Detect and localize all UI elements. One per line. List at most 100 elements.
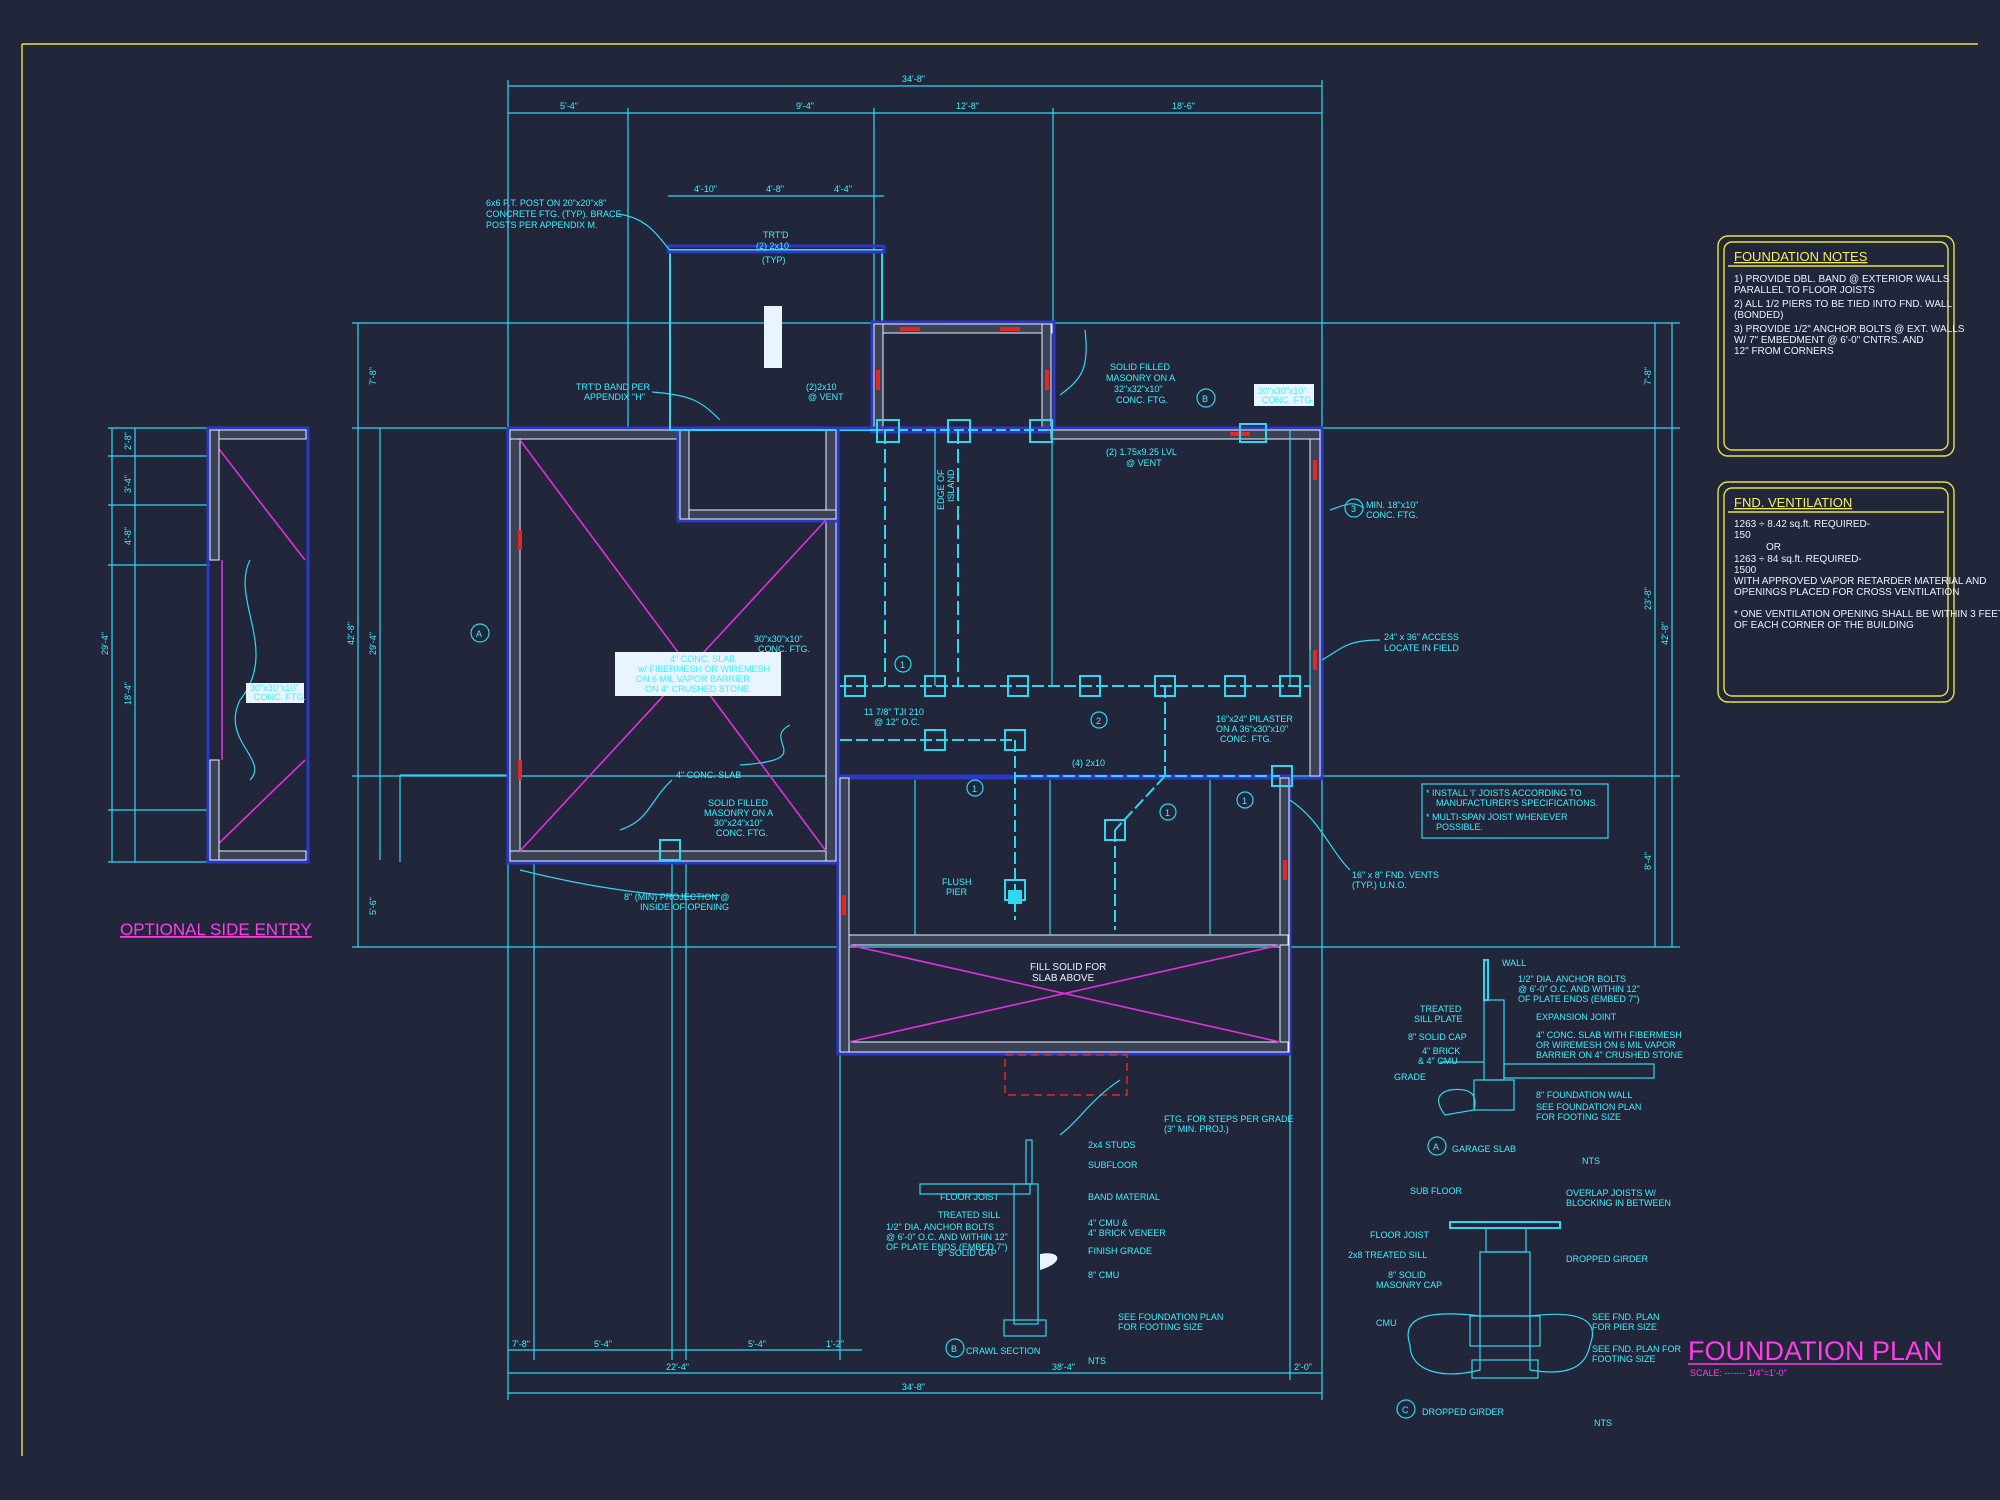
svg-text:FOR FOOTING SIZE: FOR FOOTING SIZE <box>1118 1322 1203 1332</box>
foundation-notes-panel: FOUNDATION NOTES 1) PROVIDE DBL. BAND @ … <box>1717 235 1965 457</box>
svg-text:CONC. FTG.: CONC. FTG. <box>1116 395 1168 405</box>
svg-text:SEE FND. PLAN FOR: SEE FND. PLAN FOR <box>1592 1344 1682 1354</box>
detail-garage-slab: WALL 1/2" DIA. ANCHOR BOLTS @ 6'-0" O.C.… <box>1394 958 1683 1166</box>
svg-text:GARAGE SLAB: GARAGE SLAB <box>1452 1144 1516 1154</box>
svg-text:LOCATE IN FIELD: LOCATE IN FIELD <box>1384 643 1459 653</box>
svg-text:8" SOLID CAP: 8" SOLID CAP <box>938 1248 997 1258</box>
svg-text:FINISH GRADE: FINISH GRADE <box>1088 1246 1152 1256</box>
svg-text:FLOOR JOIST: FLOOR JOIST <box>1370 1230 1430 1240</box>
svg-text:SLAB ABOVE: SLAB ABOVE <box>1032 973 1095 984</box>
svg-text:CONC. FTG.: CONC. FTG. <box>1262 395 1314 405</box>
svg-text:1/2" DIA. ANCHOR BOLTS: 1/2" DIA. ANCHOR BOLTS <box>886 1222 994 1232</box>
svg-text:CONCRETE FTG. (TYP). BRACE: CONCRETE FTG. (TYP). BRACE <box>486 209 622 219</box>
svg-text:OPENINGS PLACED FOR CROSS VENT: OPENINGS PLACED FOR CROSS VENTILATION <box>1734 587 1959 598</box>
dim-right-mid: 23'-8" <box>1643 587 1653 610</box>
svg-text:1263 ÷ 8.42 sq.ft. REQUIRED-: 1263 ÷ 8.42 sq.ft. REQUIRED- <box>1734 519 1870 530</box>
side-entry-walls <box>206 426 310 864</box>
dim-bottom-sub-2: 5'-4" <box>594 1339 612 1349</box>
svg-text:SUBFLOOR: SUBFLOOR <box>1088 1160 1138 1170</box>
svg-text:* INSTALL 'I' JOISTS ACCORDING: * INSTALL 'I' JOISTS ACCORDING TO <box>1426 788 1582 798</box>
note-min-ftg: MIN. 18"x10" CONC. FTG. <box>1366 500 1418 520</box>
dim-left-bottom: 5'-6" <box>368 897 378 915</box>
svg-text:30"x24"x10": 30"x24"x10" <box>714 818 763 828</box>
svg-text:FND. VENTILATION: FND. VENTILATION <box>1734 495 1852 510</box>
note-joists: * INSTALL 'I' JOISTS ACCORDING TO MANUFA… <box>1421 783 1609 839</box>
note-access: 24" x 36" ACCESS LOCATE IN FIELD <box>1384 632 1459 653</box>
note-slab-4: 4" CONC. SLAB <box>676 770 741 780</box>
dim-top-1: 5'-4" <box>560 101 578 111</box>
note-edge-island: EDGE OF ISLAND <box>936 469 956 510</box>
svg-text:12" FROM CORNERS: 12" FROM CORNERS <box>1734 346 1834 357</box>
dim-bottom-1: 22'-4" <box>666 1362 689 1372</box>
note-tag-b-box: 30"x30"x10" CONC. FTG. <box>1254 384 1314 406</box>
svg-text:4" CONC. SLAB WITH FIBERMESH: 4" CONC. SLAB WITH FIBERMESH <box>1536 1030 1682 1040</box>
svg-text:(2) 2x10: (2) 2x10 <box>756 241 789 251</box>
svg-text:MANUFACTURER'S SPECIFICATIONS.: MANUFACTURER'S SPECIFICATIONS. <box>1436 798 1598 808</box>
svg-text:FLUSH: FLUSH <box>942 877 972 887</box>
svg-text:ON 4" CRUSHED STONE: ON 4" CRUSHED STONE <box>645 684 750 694</box>
svg-text:2x8 TREATED SILL: 2x8 TREATED SILL <box>1348 1250 1427 1260</box>
svg-text:NTS: NTS <box>1582 1156 1600 1166</box>
svg-text:30"x30"x10": 30"x30"x10" <box>250 683 299 693</box>
svg-text:4" BRICK VENEER: 4" BRICK VENEER <box>1088 1228 1166 1238</box>
svg-text:FOR FOOTING SIZE: FOR FOOTING SIZE <box>1536 1112 1621 1122</box>
svg-text:SILL PLATE: SILL PLATE <box>1414 1014 1463 1024</box>
svg-text:SEE FOUNDATION PLAN: SEE FOUNDATION PLAN <box>1536 1102 1641 1112</box>
svg-text:PARALLEL TO FLOOR JOISTS: PARALLEL TO FLOOR JOISTS <box>1734 285 1875 296</box>
note-steps: FTG. FOR STEPS PER GRADE (3" MIN. PROJ.) <box>1164 1114 1294 1134</box>
girder-lines <box>840 429 1311 935</box>
svg-text:6x6 P.T. POST ON 20"x20"x8": 6x6 P.T. POST ON 20"x20"x8" <box>486 198 606 208</box>
tag-1b: 1 <box>972 784 977 794</box>
slab-diagonals <box>211 439 1281 1043</box>
tag-3: 3 <box>1351 504 1356 514</box>
svg-text:* ONE VENTILATION OPENING SHAL: * ONE VENTILATION OPENING SHALL BE WITHI… <box>1734 609 2000 620</box>
svg-text:CRAWL SECTION: CRAWL SECTION <box>966 1346 1040 1356</box>
note-side-ftg: 30"x30"x10" CONC. FTG. <box>246 683 306 703</box>
svg-text:SEE FND. PLAN: SEE FND. PLAN <box>1592 1312 1660 1322</box>
svg-text:24" x 36" ACCESS: 24" x 36" ACCESS <box>1384 632 1459 642</box>
svg-text:(BONDED): (BONDED) <box>1734 310 1783 321</box>
svg-text:B: B <box>951 1344 957 1354</box>
dim-overall-top: 34'-8" <box>902 74 925 84</box>
dim-side-b: 3'-4" <box>123 475 133 493</box>
svg-text:1500: 1500 <box>1734 565 1757 576</box>
svg-text:CONC. FTG.: CONC. FTG. <box>1366 510 1418 520</box>
svg-text:BAND MATERIAL: BAND MATERIAL <box>1088 1192 1160 1202</box>
svg-text:TRT'D BAND PER: TRT'D BAND PER <box>576 382 651 392</box>
svg-text:MASONRY CAP: MASONRY CAP <box>1376 1280 1442 1290</box>
svg-text:MASONRY ON A: MASONRY ON A <box>704 808 773 818</box>
svg-text:BARRIER ON 4" CRUSHED STONE: BARRIER ON 4" CRUSHED STONE <box>1536 1050 1683 1060</box>
dim-side-a: 2'-8" <box>123 432 133 450</box>
dim-side-overall: 29'-4" <box>100 632 110 655</box>
note-trtd-top: TRT'D (2) 2x10 (TYP) <box>756 230 789 265</box>
dim-side-mid: 18'-4" <box>123 682 133 705</box>
note-trtd-band: TRT'D BAND PER APPENDIX "H" <box>576 382 651 402</box>
svg-text:FTG. FOR STEPS PER GRADE: FTG. FOR STEPS PER GRADE <box>1164 1114 1294 1124</box>
svg-text:FOOTING SIZE: FOOTING SIZE <box>1592 1354 1656 1364</box>
dim-left-overall: 42'-8" <box>346 622 356 645</box>
dim-top-2: 9'-4" <box>796 101 814 111</box>
note-projection: 8" (MIN) PROJECTION @ INSIDE OF OPENING <box>624 892 729 912</box>
svg-text:GRADE: GRADE <box>1394 1072 1426 1082</box>
note-vent-2x10: (2)2x10 @ VENT <box>806 382 844 402</box>
svg-text:4" CMU &: 4" CMU & <box>1088 1218 1128 1228</box>
dim-right-overall: 42'-8" <box>1660 622 1670 645</box>
svg-text:POSTS PER APPENDIX M.: POSTS PER APPENDIX M. <box>486 220 598 230</box>
svg-text:* MULTI-SPAN JOIST WHENEVER: * MULTI-SPAN JOIST WHENEVER <box>1426 812 1568 822</box>
dim-porch-1: 4'-10" <box>694 184 717 194</box>
svg-text:16"x24" PILASTER: 16"x24" PILASTER <box>1216 714 1293 724</box>
svg-text:CONC. FTG.: CONC. FTG. <box>758 644 810 654</box>
piers <box>659 419 1301 904</box>
detail-dropped-girder: SUB FLOOR OVERLAP JOISTS W/ BLOCKING IN … <box>1348 1186 1682 1428</box>
optional-side-entry-title: OPTIONAL SIDE ENTRY <box>120 920 312 939</box>
ventilation-panel: FND. VENTILATION 1263 ÷ 8.42 sq.ft. REQU… <box>1717 481 2000 703</box>
svg-text:OF PLATE ENDS (EMBED 7"): OF PLATE ENDS (EMBED 7") <box>1518 994 1640 1004</box>
svg-text:1263 ÷ 84 sq.ft. REQUIRED-: 1263 ÷ 84 sq.ft. REQUIRED- <box>1734 554 1862 565</box>
svg-text:OR: OR <box>1766 542 1781 553</box>
svg-text:SUB FLOOR: SUB FLOOR <box>1410 1186 1463 1196</box>
section-tags <box>470 388 1364 821</box>
svg-text:@ VENT: @ VENT <box>808 392 844 402</box>
svg-text:OR WIREMESH ON 6 MIL VAPOR: OR WIREMESH ON 6 MIL VAPOR <box>1536 1040 1676 1050</box>
dim-right-top: 7'-8" <box>1643 367 1653 385</box>
